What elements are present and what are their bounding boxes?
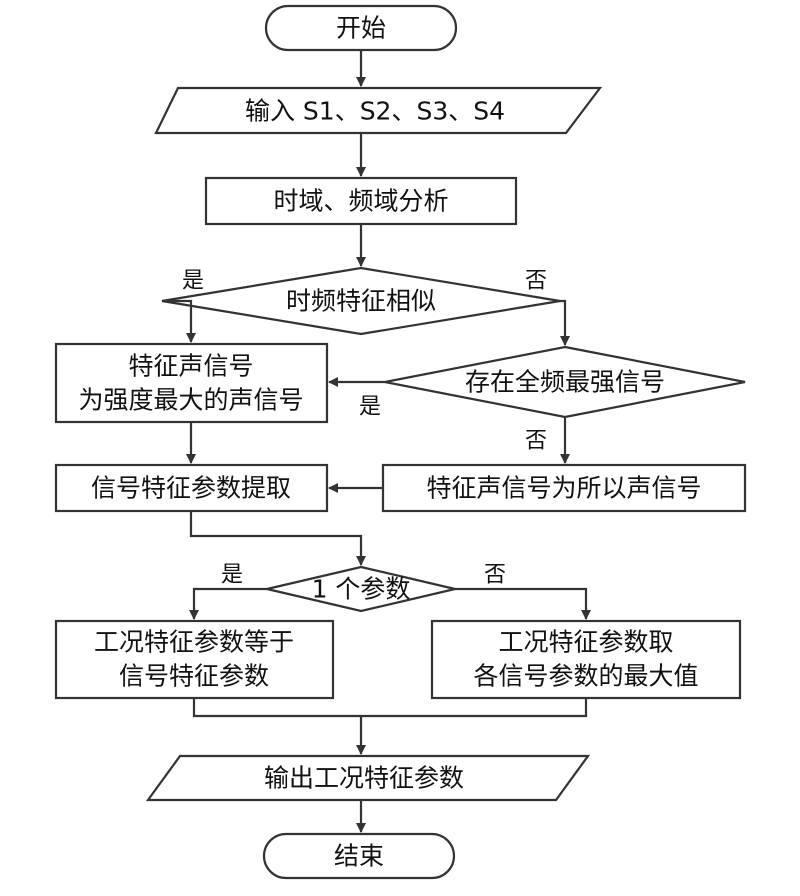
arrow-oneparam-no [455, 587, 591, 620]
similar-no-label: 否 [525, 269, 547, 294]
extract-label: 信号特征参数提取 [91, 474, 291, 503]
equal-node: 工况特征参数等于 信号特征参数 [54, 619, 335, 700]
arrow-similar-yes [162, 299, 196, 343]
oneparam-no-label: 否 [484, 563, 506, 588]
input-node: 输入 S1、S2、S3、S4 [154, 86, 603, 135]
analysis-label: 时域、频域分析 [273, 187, 448, 216]
extract-node: 信号特征参数提取 [54, 463, 329, 513]
branch-labels: 是 否 是 否 是 否 [182, 269, 547, 588]
strongest-yes-label: 是 [359, 395, 381, 420]
start-node: 开始 [264, 4, 458, 52]
arrow-similar-no [560, 299, 570, 346]
similar-label: 时频特征相似 [286, 287, 436, 316]
similar-yes-label: 是 [182, 269, 204, 294]
max-signal-label-1: 特征声信号 [128, 352, 253, 381]
output-node: 输出工况特征参数 [145, 754, 591, 802]
equal-label-1: 工况特征参数等于 [94, 628, 294, 657]
all-signals-label: 特征声信号为所以声信号 [426, 474, 701, 503]
max-value-node: 工况特征参数取 各信号参数的最大值 [430, 619, 742, 700]
max-value-label-1: 工况特征参数取 [498, 628, 673, 657]
oneparam-yes-label: 是 [221, 563, 243, 588]
one-param-label: 1 个参数 [312, 575, 411, 604]
equal-label-2: 信号特征参数 [119, 662, 269, 691]
analysis-node: 时域、频域分析 [204, 176, 518, 226]
max-value-label-2: 各信号参数的最大值 [473, 662, 698, 691]
merge-line [192, 698, 588, 718]
strongest-label: 存在全频最强信号 [465, 368, 665, 397]
max-signal-node: 特征声信号 为强度最大的声信号 [54, 342, 329, 424]
output-label: 输出工况特征参数 [264, 764, 464, 793]
all-signals-node: 特征声信号为所以声信号 [381, 463, 747, 513]
one-param-decision: 1 个参数 [266, 565, 456, 613]
similar-decision: 时频特征相似 [161, 266, 561, 336]
start-label: 开始 [336, 14, 386, 43]
max-signal-label-2: 为强度最大的声信号 [78, 386, 303, 415]
arrow-oneparam-yes [189, 587, 267, 620]
end-label: 结束 [334, 842, 384, 871]
input-label: 输入 S1、S2、S3、S4 [245, 97, 505, 126]
strongest-no-label: 否 [525, 429, 547, 454]
arrow-extract-oneparam [189, 511, 366, 566]
end-node: 结束 [262, 832, 456, 880]
connectors [162, 50, 591, 833]
strongest-decision: 存在全频最强信号 [384, 345, 746, 419]
